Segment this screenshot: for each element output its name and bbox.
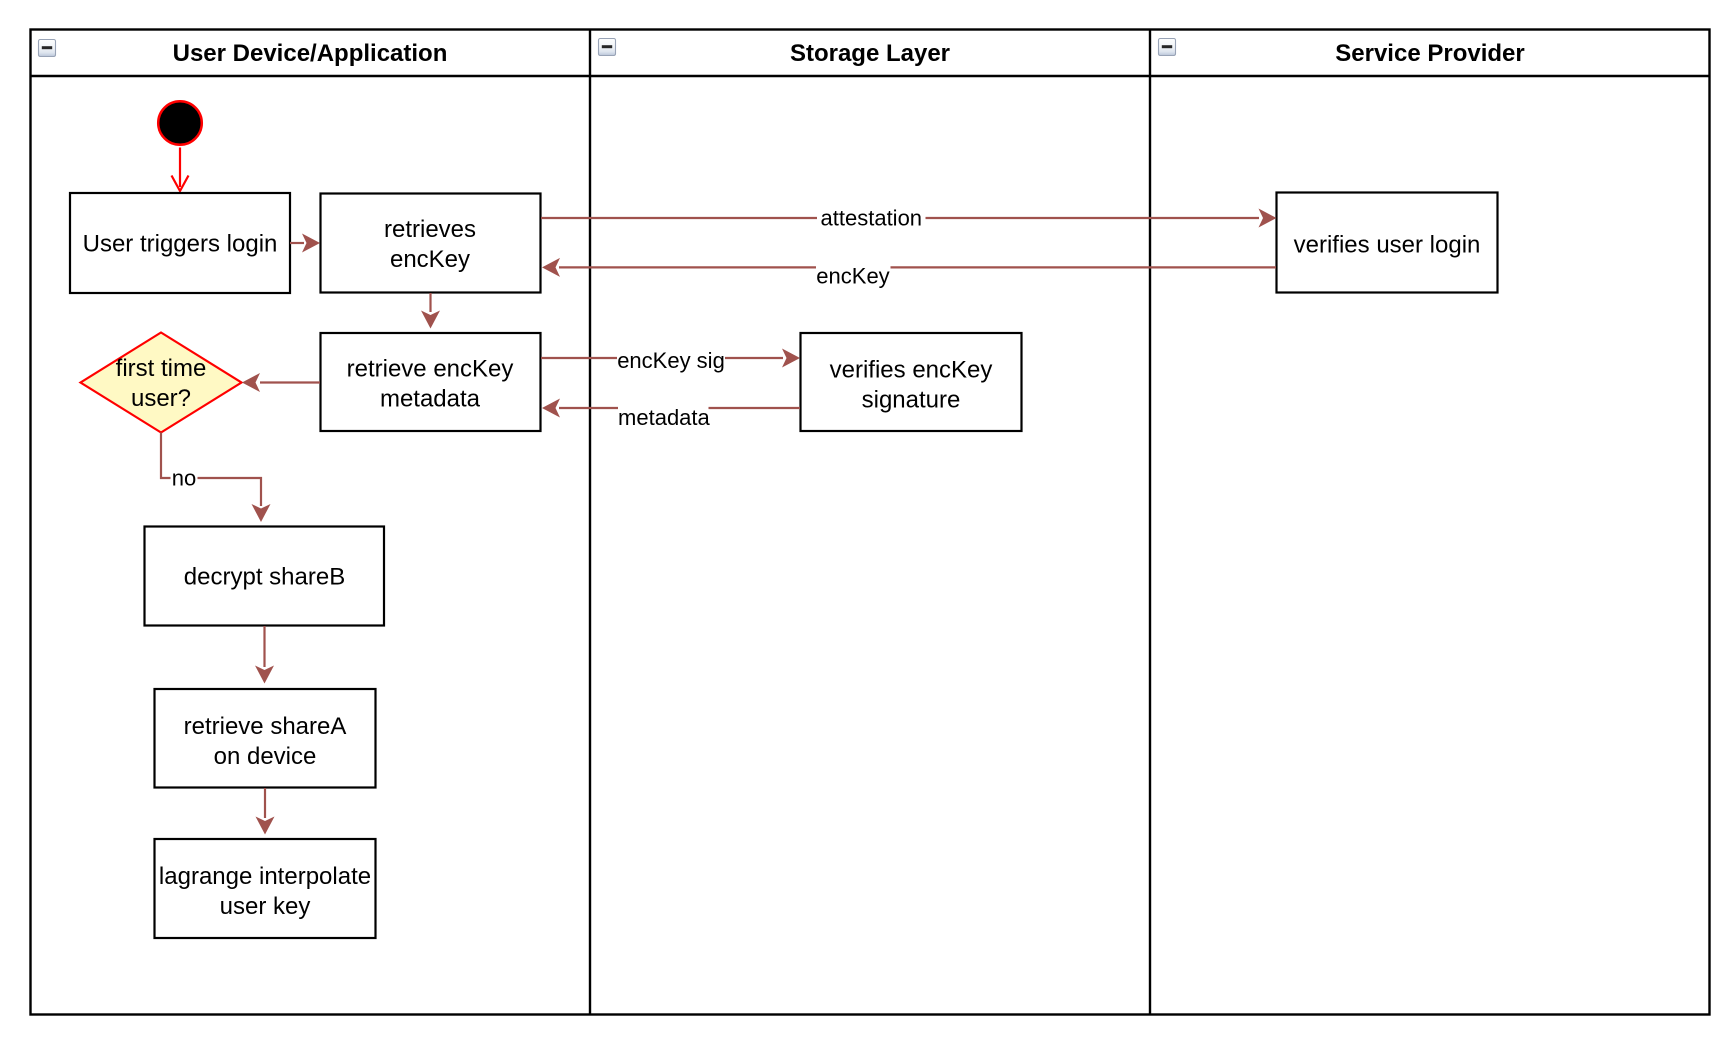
svg-text:User triggers login: User triggers login — [83, 231, 278, 258]
svg-text:on device: on device — [214, 743, 317, 770]
svg-text:attestation: attestation — [821, 206, 923, 231]
svg-text:encKey: encKey — [390, 246, 470, 273]
svg-text:Service Provider: Service Provider — [1335, 40, 1524, 67]
svg-text:retrieve shareA: retrieve shareA — [184, 713, 347, 740]
svg-text:decrypt shareB: decrypt shareB — [184, 564, 345, 591]
svg-text:first time: first time — [116, 355, 207, 382]
svg-text:lagrange interpolate: lagrange interpolate — [159, 863, 371, 890]
svg-text:retrieve encKey: retrieve encKey — [347, 356, 514, 383]
svg-text:user key: user key — [220, 893, 311, 920]
svg-text:encKey sig: encKey sig — [617, 348, 725, 373]
svg-text:no: no — [172, 466, 196, 491]
svg-text:verifies encKey: verifies encKey — [830, 357, 993, 384]
svg-text:Storage Layer: Storage Layer — [790, 40, 950, 67]
svg-text:User Device/Application: User Device/Application — [173, 40, 448, 67]
svg-text:signature: signature — [862, 387, 961, 414]
svg-text:user?: user? — [131, 385, 191, 412]
svg-text:metadata: metadata — [618, 405, 710, 430]
svg-text:metadata: metadata — [380, 386, 481, 413]
svg-text:retrieves: retrieves — [384, 216, 476, 243]
svg-text:encKey: encKey — [816, 264, 889, 289]
svg-text:verifies user login: verifies user login — [1294, 232, 1481, 259]
